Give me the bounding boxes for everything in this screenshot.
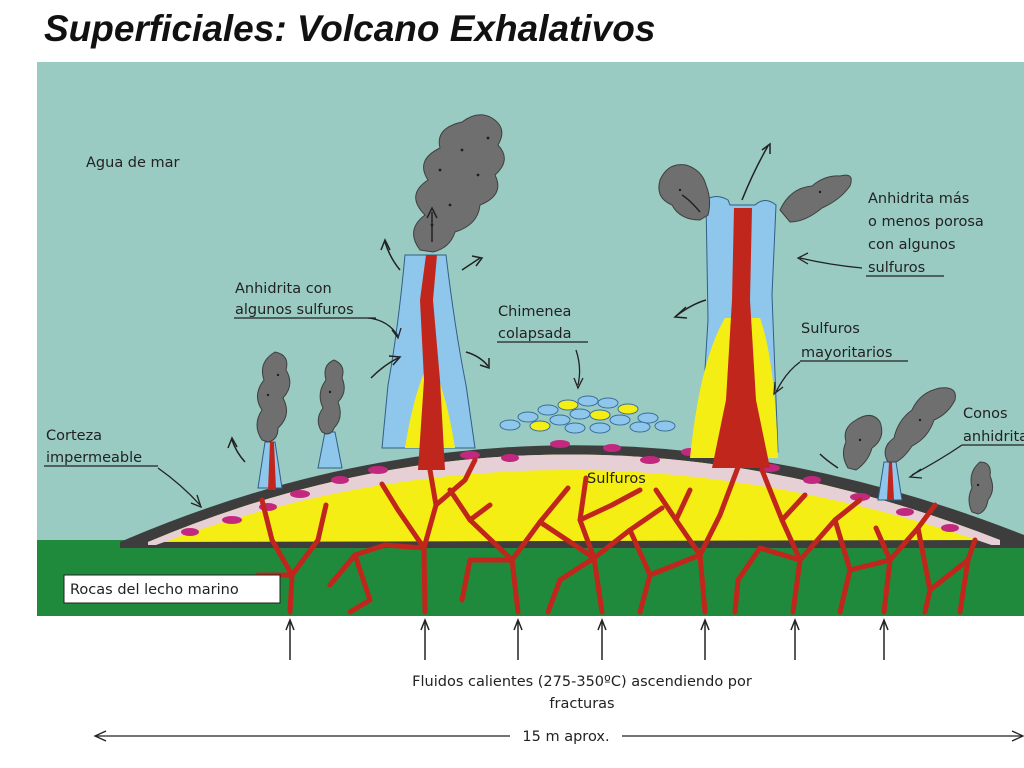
cone-conduit-3 — [887, 462, 894, 500]
left-chimney-conduit — [418, 255, 445, 470]
label-anhydrite-left-line2: algunos sulfuros — [235, 302, 354, 318]
cone-conduit-1 — [268, 442, 276, 490]
label-anhydrite-left-line1: Anhidrita con — [235, 281, 332, 297]
flow-arrows — [227, 142, 839, 469]
label-cones-line2: anhidrita — [963, 429, 1024, 445]
label-anhydrite-right-line1: Anhidrita más — [868, 191, 969, 207]
label-chimney-line1: Chimenea — [498, 304, 571, 320]
fracture-network — [255, 457, 978, 615]
label-sulfides: Sulfuros — [587, 471, 646, 487]
slide-title: Superficiales: Volcano Exhalativos — [44, 8, 656, 49]
label-crust-line2: impermeable — [46, 450, 142, 466]
label-crust-line1: Corteza — [46, 428, 102, 444]
small-cone-2 — [317, 431, 343, 469]
label-fluids-line1: Fluidos calientes (275-350ºC) ascendiend… — [412, 674, 752, 690]
label-seafloor: Rocas del lecho marino — [70, 582, 239, 598]
collapsed-chimney-rubble — [499, 395, 676, 434]
scale-bar — [93, 730, 1024, 742]
label-underlines — [44, 275, 1024, 467]
fluid-arrows — [285, 617, 889, 660]
label-fluids-line2: fracturas — [549, 696, 614, 712]
label-cones-line1: Conos — [963, 406, 1008, 422]
pink-inclusions — [181, 440, 959, 536]
leader-lines — [157, 252, 963, 509]
right-chimney-conduit — [712, 208, 770, 468]
label-chimney-line2: colapsada — [498, 326, 572, 342]
pink-inclusion-layer — [148, 454, 1000, 545]
label-anhydrite-right-line3: con algunos — [868, 237, 956, 253]
label-seawater: Agua de mar — [86, 155, 180, 171]
label-sulfides-major-line1: Sulfuros — [801, 321, 860, 337]
seafloor-label-box — [63, 574, 281, 604]
label-sulfides-major-line2: mayoritarios — [801, 345, 892, 361]
label-anhydrite-right-line4: sulfuros — [868, 260, 925, 276]
label-anhydrite-right-line2: o menos porosa — [868, 214, 984, 230]
label-scale: 15 m aprox. — [522, 729, 609, 745]
